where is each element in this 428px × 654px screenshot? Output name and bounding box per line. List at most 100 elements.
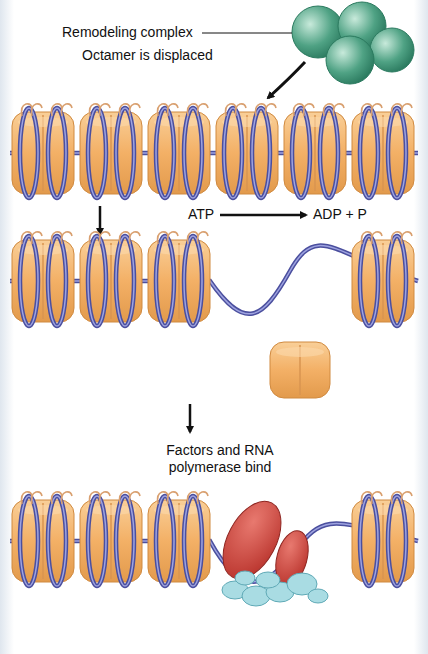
histone-tail — [158, 232, 169, 244]
histone-tail — [266, 104, 277, 116]
dna-coil — [116, 236, 134, 326]
leader-line — [202, 33, 292, 34]
histone-tail — [22, 232, 33, 244]
histone-tail — [372, 104, 383, 116]
dna-coil-shine — [20, 496, 38, 586]
dna-coil-shine — [252, 108, 270, 198]
dna-coil-shine — [116, 496, 134, 586]
histone-tail — [362, 492, 373, 504]
dna-coil — [292, 108, 310, 198]
dna-coil — [88, 108, 106, 198]
dna-coil — [156, 108, 174, 198]
histone-tail — [90, 492, 101, 504]
histone-tail — [334, 104, 345, 116]
histone-tail — [198, 104, 209, 116]
dna-coil — [48, 236, 66, 326]
step-arrow — [99, 206, 102, 234]
histone-tail — [62, 232, 73, 244]
dna-coil-shine — [388, 496, 406, 586]
histone-tail — [62, 492, 73, 504]
histone-tail — [158, 104, 169, 116]
dna-coil — [156, 236, 174, 326]
histone-tail — [120, 232, 131, 244]
dna-coil-shine — [388, 236, 406, 326]
dna-coil — [360, 108, 378, 198]
dna-coil — [20, 496, 38, 586]
dna-coil — [116, 108, 134, 198]
dna-coil-shine — [20, 236, 38, 326]
histone-tail — [120, 104, 131, 116]
histone-tail — [188, 232, 199, 244]
step-arrow — [189, 404, 192, 432]
dna-coil — [388, 108, 406, 198]
octamer-body — [270, 342, 330, 398]
dna-coil — [88, 236, 106, 326]
dna-coil — [20, 236, 38, 326]
histone-tail — [158, 492, 169, 504]
histone-tail — [90, 232, 101, 244]
dna-coil-shine — [184, 108, 202, 198]
dna-coil-shine — [360, 496, 378, 586]
histone-tail — [402, 232, 413, 244]
dna-coil — [360, 496, 378, 586]
dna-coil — [156, 496, 174, 586]
histone-tail — [130, 104, 141, 116]
dna-coil — [184, 108, 202, 198]
step-label: Factors and RNA polymerase bind — [145, 442, 295, 476]
histone-tail — [188, 104, 199, 116]
transcription-factor — [242, 586, 270, 606]
histone-tail — [402, 492, 413, 504]
dna-coil-shine — [320, 108, 338, 198]
histone-tail — [120, 492, 131, 504]
part-label: Remodeling complex — [62, 24, 193, 41]
histone-tail — [100, 232, 111, 244]
dna-coil-shine — [156, 496, 174, 586]
histone-tail — [256, 104, 267, 116]
dna-coil — [388, 496, 406, 586]
transcription-factor — [256, 572, 280, 588]
dna-coil-shine — [184, 236, 202, 326]
chromatin-art — [10, 2, 418, 606]
histone-tail — [168, 104, 179, 116]
histone-tail — [392, 232, 403, 244]
histone-tail — [52, 232, 63, 244]
dna-coil — [88, 496, 106, 586]
dna-coil-shine — [156, 236, 174, 326]
displacement-arrow — [268, 62, 305, 98]
dna-coil-shine — [88, 108, 106, 198]
histone-tail — [294, 104, 305, 116]
histone-tail — [236, 104, 247, 116]
histone-tail — [392, 104, 403, 116]
histone-tail — [32, 492, 43, 504]
dna-coil — [48, 496, 66, 586]
histone-tail — [402, 104, 413, 116]
histone-tail — [198, 232, 209, 244]
histone-octamer — [270, 342, 330, 398]
dna-coil-shine — [48, 496, 66, 586]
transcription-factor — [235, 571, 255, 585]
dna-coil — [184, 496, 202, 586]
histone-tail — [324, 104, 335, 116]
histone-tail — [362, 104, 373, 116]
remodeling-complex — [370, 28, 414, 72]
dna-coil — [360, 236, 378, 326]
histone-tail — [130, 492, 141, 504]
histone-tail — [22, 492, 33, 504]
histone-tail — [168, 492, 179, 504]
histone-tail — [188, 492, 199, 504]
dna-coil-shine — [360, 108, 378, 198]
histone-tail — [100, 104, 111, 116]
histone-tail — [304, 104, 315, 116]
histone-tail — [130, 232, 141, 244]
dna-coil-shine — [388, 108, 406, 198]
dna-coil — [252, 108, 270, 198]
histone-tail — [22, 104, 33, 116]
dna-coil-shine — [48, 108, 66, 198]
dna-coil-shine — [156, 108, 174, 198]
histone-tail — [226, 104, 237, 116]
histone-tail — [198, 492, 209, 504]
dna-coil — [48, 108, 66, 198]
dna-coil-shine — [116, 108, 134, 198]
